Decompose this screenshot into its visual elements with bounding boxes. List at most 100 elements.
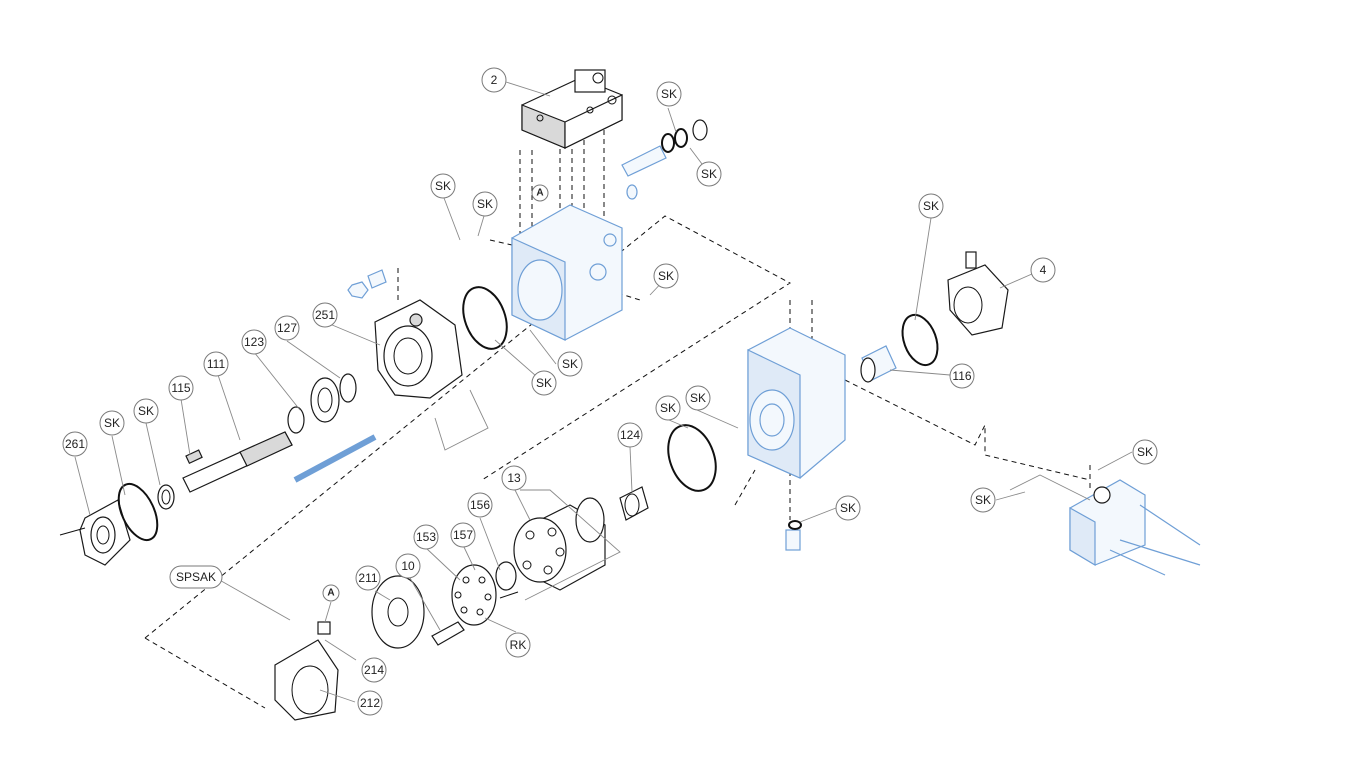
- part-211-swash-plate-disc[interactable]: [371, 575, 425, 649]
- callout-212[interactable]: 212: [357, 690, 383, 716]
- part-251-mounting-flange[interactable]: [374, 299, 463, 399]
- sk-ring-small-left[interactable]: [157, 484, 175, 510]
- part-4-pilot-pump[interactable]: [947, 251, 1009, 336]
- svg-text:153: 153: [416, 530, 436, 544]
- part-156-spring-set[interactable]: [495, 561, 519, 599]
- svg-text:214: 214: [364, 663, 384, 677]
- svg-text:A: A: [536, 188, 543, 199]
- port-plate-housing[interactable]: [747, 327, 846, 479]
- callout-123[interactable]: 123: [241, 329, 267, 355]
- svg-text:SK: SK: [701, 167, 717, 181]
- callout-127[interactable]: 127: [274, 315, 300, 341]
- svg-text:SK: SK: [923, 199, 939, 213]
- callout-sk-mid-2[interactable]: SK: [685, 385, 711, 411]
- svg-text:SK: SK: [435, 179, 451, 193]
- bolt-long-blue[interactable]: [293, 434, 377, 483]
- callout-214[interactable]: 214: [361, 657, 387, 683]
- svg-text:111: 111: [207, 357, 226, 371]
- callout-sk-block-2[interactable]: SK: [970, 487, 996, 513]
- svg-text:SK: SK: [840, 501, 856, 515]
- callout-sk-mid-1[interactable]: SK: [655, 395, 681, 421]
- seal-rings-top[interactable]: [661, 119, 708, 153]
- svg-text:127: 127: [277, 321, 297, 335]
- callout-sk-top-2[interactable]: SK: [696, 161, 722, 187]
- callout-sk-right-1[interactable]: SK: [918, 193, 944, 219]
- svg-text:13: 13: [507, 471, 521, 485]
- callout-sk-housing-4[interactable]: SK: [557, 351, 583, 377]
- callout-116[interactable]: 116: [949, 363, 975, 389]
- svg-text:SK: SK: [1137, 445, 1153, 459]
- callout-sk-left-2[interactable]: SK: [133, 398, 159, 424]
- svg-text:124: 124: [620, 428, 640, 442]
- svg-text:SK: SK: [690, 391, 706, 405]
- callout-sk-left-1[interactable]: SK: [99, 410, 125, 436]
- fitting-top-blue[interactable]: [621, 145, 667, 200]
- svg-text:156: 156: [470, 498, 490, 512]
- callout-2[interactable]: 2: [481, 67, 507, 93]
- svg-text:SK: SK: [138, 404, 154, 418]
- svg-text:SK: SK: [536, 376, 552, 390]
- callout-sk-housing-1[interactable]: SK: [430, 173, 456, 199]
- svg-text:SK: SK: [660, 401, 676, 415]
- svg-text:SK: SK: [104, 416, 120, 430]
- main-pump-housing[interactable]: [511, 204, 623, 341]
- callout-156[interactable]: 156: [467, 492, 493, 518]
- callout-124[interactable]: 124: [617, 422, 643, 448]
- svg-text:251: 251: [315, 308, 335, 322]
- callout-251[interactable]: 251: [312, 302, 338, 328]
- callout-261[interactable]: 261: [62, 431, 88, 457]
- svg-text:SK: SK: [477, 197, 493, 211]
- svg-text:116: 116: [952, 369, 971, 383]
- callout-13[interactable]: 13: [501, 465, 527, 491]
- callout-sk-housing-2[interactable]: SK: [472, 191, 498, 217]
- part-124-needle-bearing[interactable]: [619, 486, 649, 521]
- svg-text:123: 123: [244, 335, 264, 349]
- marker-a-bottom[interactable]: A: [322, 584, 340, 602]
- callout-rk[interactable]: RK: [505, 632, 531, 658]
- part-123-bearing-rings[interactable]: [287, 373, 357, 434]
- callout-sk-housing-3[interactable]: SK: [653, 263, 679, 289]
- svg-text:4: 4: [1040, 263, 1047, 277]
- callout-157[interactable]: 157: [450, 522, 476, 548]
- sk-ring-large-left[interactable]: [111, 478, 165, 546]
- part-116-bushing[interactable]: [860, 345, 897, 383]
- svg-text:RK: RK: [510, 638, 527, 652]
- part-212-swash-plate[interactable]: [274, 621, 339, 721]
- part-261-flange-cover[interactable]: [59, 499, 131, 566]
- callout-10[interactable]: 10: [395, 553, 421, 579]
- callout-115[interactable]: 115: [168, 375, 194, 401]
- svg-text:157: 157: [453, 528, 473, 542]
- marker-a-top[interactable]: A: [531, 184, 549, 202]
- callout-sk-block-1[interactable]: SK: [1132, 439, 1158, 465]
- svg-text:SPSAK: SPSAK: [176, 570, 216, 584]
- svg-text:SK: SK: [661, 87, 677, 101]
- callout-153[interactable]: 153: [413, 524, 439, 550]
- hex-nuts-left[interactable]: [347, 269, 387, 299]
- callout-sk-top-1[interactable]: SK: [656, 81, 682, 107]
- valve-block-blue[interactable]: [1069, 479, 1201, 576]
- part-10-piston[interactable]: [431, 621, 465, 646]
- svg-text:SK: SK: [562, 357, 578, 371]
- part-13-cylinder-block[interactable]: [513, 497, 606, 591]
- svg-text:115: 115: [171, 381, 190, 395]
- sk-ring-right[interactable]: [896, 310, 944, 370]
- svg-text:211: 211: [358, 571, 377, 585]
- callout-sk-bottom[interactable]: SK: [835, 495, 861, 521]
- svg-text:212: 212: [360, 696, 380, 710]
- svg-text:10: 10: [401, 559, 415, 573]
- sk-ring-251[interactable]: [455, 281, 514, 355]
- part-111-drive-shaft[interactable]: [182, 431, 293, 493]
- part-2-control-regulator[interactable]: [521, 69, 623, 149]
- leader-lines: [74, 81, 1133, 703]
- callout-sk-housing-5[interactable]: SK: [531, 370, 557, 396]
- svg-text:2: 2: [491, 73, 498, 87]
- callout-4[interactable]: 4: [1030, 257, 1056, 283]
- callout-spsak[interactable]: SPSAK: [169, 565, 223, 589]
- svg-text:A: A: [327, 588, 334, 599]
- part-153-retainer-plate[interactable]: [451, 564, 497, 626]
- callout-211[interactable]: 211: [355, 565, 381, 591]
- sk-ring-mid[interactable]: [660, 419, 725, 498]
- callout-111[interactable]: 111: [203, 351, 229, 377]
- plug-bottom-blue[interactable]: [785, 520, 802, 551]
